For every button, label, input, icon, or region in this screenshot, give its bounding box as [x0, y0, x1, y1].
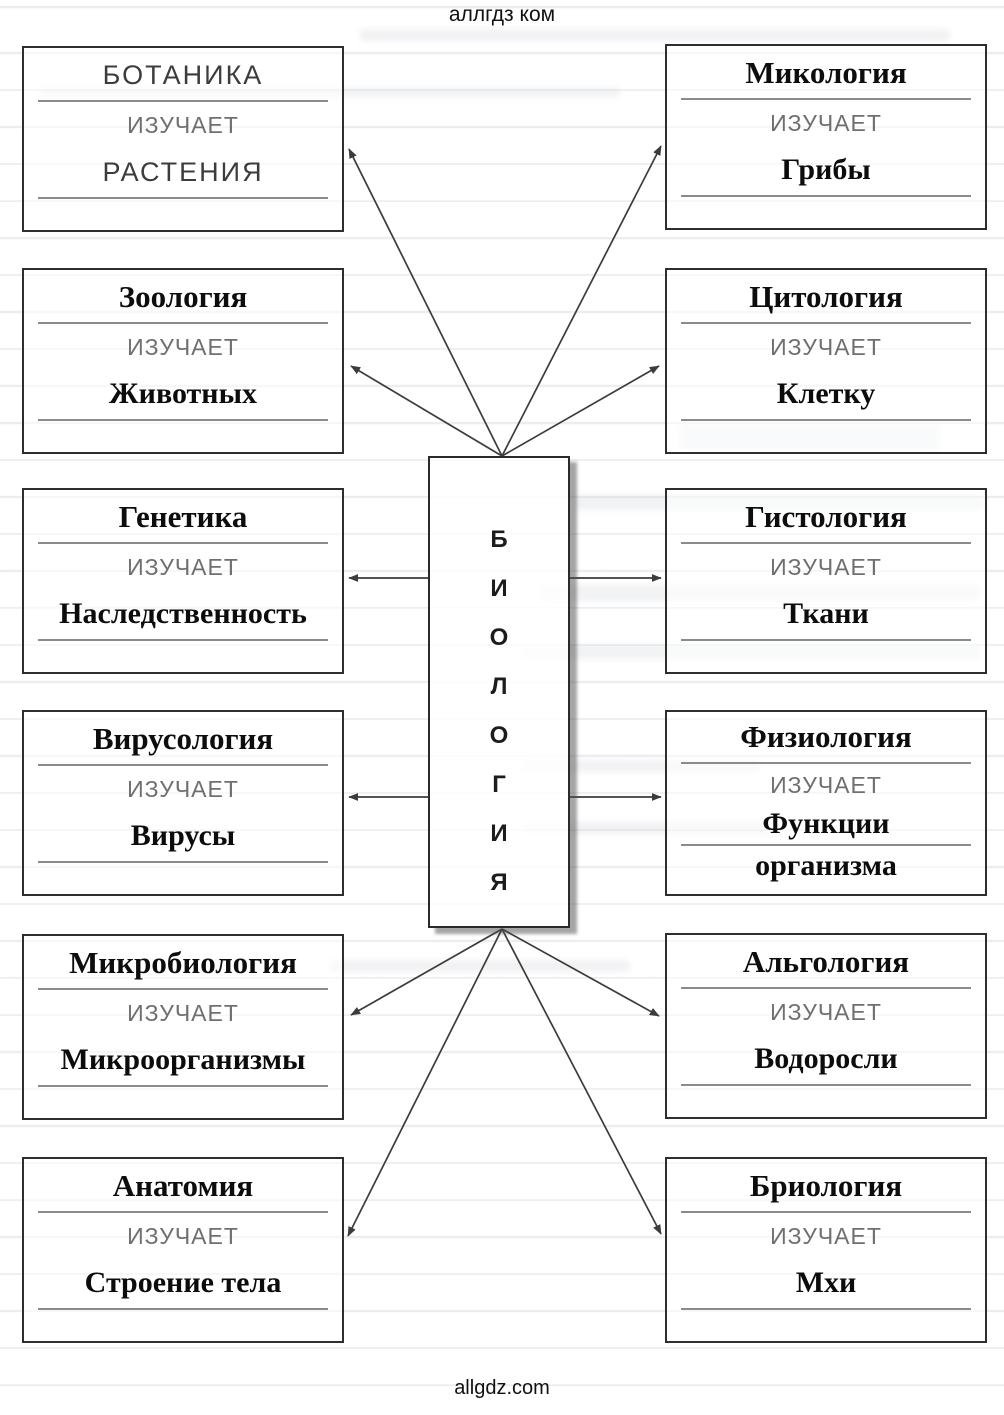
- subject-answer: Строение тела: [84, 1266, 282, 1299]
- bleed-through-smudge: [360, 29, 950, 41]
- studies-label: ИЗУЧАЕТ: [770, 554, 882, 580]
- science-box-zoology: Зоология ИЗУЧАЕТ Животных: [22, 268, 344, 454]
- answer-line: [681, 844, 971, 846]
- bleed-through-smudge: [330, 960, 630, 972]
- arrow-biology-to-anatomy: [347, 928, 503, 1237]
- studies-label: ИЗУЧАЕТ: [127, 1223, 239, 1249]
- arrow-biology-to-bryology: [501, 928, 662, 1235]
- science-box-bryology: Бриология ИЗУЧАЕТ Мхи: [665, 1157, 987, 1343]
- answer-line: [681, 639, 971, 641]
- answer-line: [38, 419, 328, 421]
- science-title: Физиология: [740, 719, 912, 754]
- footer-watermark: allgdz.com: [454, 1377, 550, 1399]
- studies-label: ИЗУЧАЕТ: [770, 999, 882, 1025]
- subject-answer: Грибы: [781, 153, 871, 186]
- science-box-physiology: Физиология ИЗУЧАЕТ Функции организма: [665, 710, 987, 896]
- science-title: Бриология: [749, 1168, 903, 1203]
- answer-line: [681, 987, 971, 989]
- answer-line: [38, 542, 328, 544]
- answer-line: [681, 322, 971, 324]
- answer-line: [681, 419, 971, 421]
- science-title: Цитология: [749, 279, 903, 314]
- science-box-genetics: Генетика ИЗУЧАЕТ Наследственность: [22, 488, 344, 674]
- science-title: Зоология: [118, 279, 248, 314]
- answer-line: [38, 322, 328, 324]
- arrow-biology-to-botany: [348, 148, 503, 457]
- science-box-cytology: Цитология ИЗУЧАЕТ Клетку: [665, 268, 987, 454]
- subject-answer: Вирусы: [130, 819, 236, 852]
- studies-label: ИЗУЧАЕТ: [770, 772, 882, 798]
- answer-line: [38, 764, 328, 766]
- answer-line: [681, 1084, 971, 1086]
- science-box-microbiology: Микробиология ИЗУЧАЕТ Микроорганизмы: [22, 934, 344, 1120]
- answer-line: [38, 1308, 328, 1310]
- biology-center-box: Б И О Л О Г И Я: [428, 456, 570, 928]
- studies-label: ИЗУЧАЕТ: [127, 334, 239, 360]
- studies-label: ИЗУЧАЕТ: [127, 554, 239, 580]
- science-title: Вирусология: [92, 721, 274, 756]
- answer-line: [38, 1085, 328, 1087]
- science-title: Генетика: [118, 499, 248, 534]
- biology-letter: О: [489, 722, 509, 749]
- arrow-biology-to-microbiology: [350, 928, 503, 1016]
- subject-answer: Функции: [762, 807, 890, 840]
- subject-answer: Животных: [109, 377, 257, 410]
- arrow-biology-to-algology: [501, 928, 660, 1017]
- biology-letter: И: [490, 575, 508, 602]
- answer-line: [38, 639, 328, 641]
- subject-answer-line2: организма: [755, 849, 897, 882]
- science-box-anatomy: Анатомия ИЗУЧАЕТ Строение тела: [22, 1157, 344, 1343]
- subject-answer: Микроорганизмы: [60, 1043, 306, 1076]
- studies-label: ИЗУЧАЕТ: [127, 776, 239, 802]
- subject-answer: Мхи: [795, 1266, 857, 1299]
- science-title: Анатомия: [112, 1168, 254, 1203]
- arrow-biology-to-zoology: [350, 365, 503, 457]
- science-box-virology: Вирусология ИЗУЧАЕТ Вирусы: [22, 710, 344, 896]
- answer-line: [38, 197, 328, 199]
- answer-line: [681, 195, 971, 197]
- science-box-algology: Альгология ИЗУЧАЕТ Водоросли: [665, 933, 987, 1119]
- studies-label: ИЗУЧАЕТ: [127, 112, 239, 138]
- answer-line: [681, 542, 971, 544]
- science-title: Микробиология: [69, 945, 297, 980]
- subject-answer: Наследственность: [59, 597, 307, 630]
- answer-line: [681, 1211, 971, 1213]
- biology-letter: Г: [492, 771, 506, 798]
- subject-answer: Ткани: [783, 597, 869, 630]
- answer-line: [38, 1211, 328, 1213]
- science-title: Гистология: [745, 499, 907, 534]
- subject-answer: Водоросли: [754, 1042, 898, 1075]
- biology-letter: Я: [490, 869, 508, 896]
- arrow-biology-to-mycology: [501, 145, 662, 457]
- arrow-biology-to-cytology: [501, 365, 660, 457]
- answer-line: [38, 100, 328, 102]
- biology-letter: Л: [490, 673, 508, 700]
- subject-answer: Клетку: [776, 377, 876, 410]
- studies-label: ИЗУЧАЕТ: [770, 334, 882, 360]
- studies-label: ИЗУЧАЕТ: [127, 1000, 239, 1026]
- science-box-mycology: Микология ИЗУЧАЕТ Грибы: [665, 44, 987, 230]
- biology-letter: Б: [490, 526, 508, 553]
- science-title: БОТАНИКА: [102, 60, 264, 90]
- studies-label: ИЗУЧАЕТ: [770, 1223, 882, 1249]
- studies-label: ИЗУЧАЕТ: [770, 110, 882, 136]
- science-box-histology: Гистология ИЗУЧАЕТ Ткани: [665, 488, 987, 674]
- science-title: Микология: [745, 55, 907, 90]
- answer-line: [681, 762, 971, 764]
- answer-line: [38, 861, 328, 863]
- biology-letter: О: [489, 624, 509, 651]
- subject-answer: РАСТЕНИЯ: [102, 157, 264, 187]
- header-watermark: аллгдз ком: [448, 3, 556, 26]
- science-box-botany: БОТАНИКА ИЗУЧАЕТ РАСТЕНИЯ: [22, 46, 344, 232]
- answer-line: [681, 98, 971, 100]
- science-title: Альгология: [742, 944, 910, 979]
- biology-letter: И: [490, 820, 508, 847]
- answer-line: [38, 988, 328, 990]
- answer-line: [681, 1308, 971, 1310]
